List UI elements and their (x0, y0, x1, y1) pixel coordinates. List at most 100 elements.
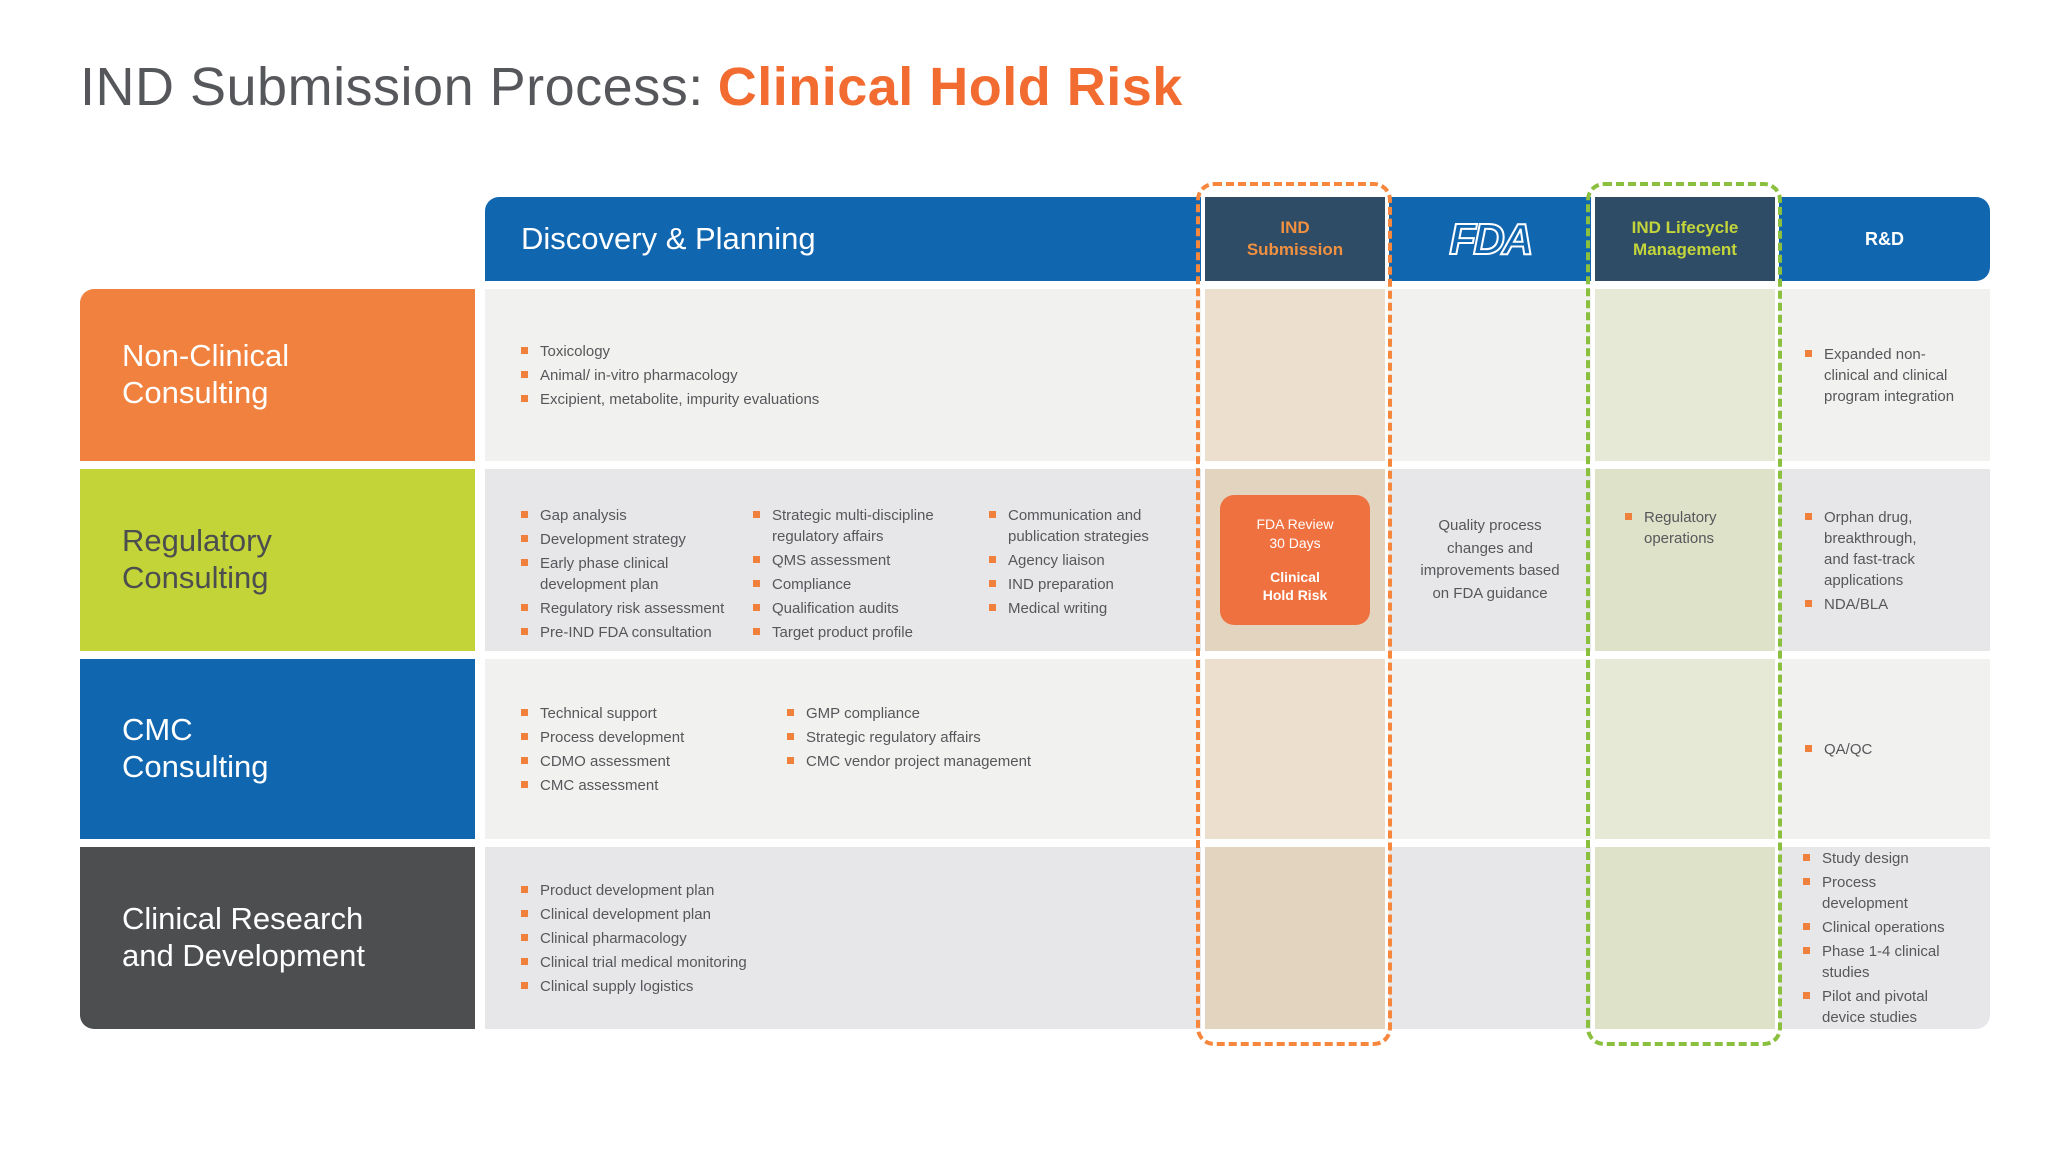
page-title: IND Submission Process:Clinical Hold Ris… (80, 56, 1183, 118)
list-item: Clinical operations (1803, 917, 1963, 938)
list-item: GMP compliance (787, 703, 1047, 724)
bullet-icon (1803, 854, 1810, 861)
bullet-list: Communication and publication strategies… (989, 505, 1179, 619)
list-item: CDMO assessment (521, 751, 761, 772)
list-item: Technical support (521, 703, 761, 724)
list-item-label: Technical support (540, 704, 657, 722)
list-item: CMC assessment (521, 775, 761, 796)
list-item-label: GMP compliance (806, 704, 920, 722)
cell-regulatory-fda: Quality process changes and improvements… (1389, 469, 1591, 651)
list-item-label: Clinical operations (1822, 919, 1945, 936)
list-item-label: Process development (1822, 874, 1908, 912)
list-item-label: Medical writing (1008, 600, 1108, 617)
list-item: Medical writing (989, 598, 1179, 619)
list-item: Gap analysis (521, 505, 727, 526)
list-item-label: CDMO assessment (540, 752, 671, 770)
bullet-icon (1803, 992, 1810, 999)
bullet-icon (753, 556, 760, 563)
list-item: Study design (1803, 848, 1963, 869)
cell-regulatory-discovery: Gap analysis Development strategy Early … (485, 469, 1201, 651)
list-item: QA/QC (1805, 739, 1955, 760)
list-item-label: Pilot and pivotal device studies (1822, 988, 1928, 1026)
list-item-label: Excipient, metabolite, impurity evaluati… (540, 390, 820, 408)
bullet-icon (521, 732, 528, 740)
row-header-regulatory-consulting: Regulatory Consulting (80, 469, 475, 651)
list-item-label: IND preparation (1008, 576, 1114, 593)
bullet-icon (989, 556, 996, 563)
list-item: Animal/ in-vitro pharmacology (521, 365, 819, 386)
column-header-ind-submission: IND Submission (1205, 197, 1385, 281)
list-item: Phase 1-4 clinical studies (1803, 941, 1963, 983)
bullet-icon (787, 708, 794, 716)
column-header-label: R&D (1865, 228, 1904, 249)
list-item-label: Compliance (772, 576, 852, 593)
list-item: Orphan drug, breakthrough, and fast-trac… (1805, 507, 1945, 591)
list-item: Clinical supply logistics (521, 976, 841, 997)
bullet-icon (521, 708, 528, 716)
list-item: Communication and publication strategies (989, 505, 1179, 547)
list-item: Qualification audits (753, 598, 963, 619)
list-item: Product development plan (521, 880, 841, 901)
list-item: IND preparation (989, 574, 1179, 595)
list-item-label: QMS assessment (772, 552, 891, 569)
list-item-label: Clinical supply logistics (540, 977, 694, 995)
cell-nonclinical-discovery: Toxicology Animal/ in-vitro pharmacology… (485, 289, 1201, 461)
bullet-columns: Gap analysis Development strategy Early … (521, 505, 1179, 643)
list-item: Development strategy (521, 529, 727, 550)
bullet-list: Regulatory operations (1625, 507, 1740, 549)
bullet-icon (753, 511, 760, 518)
list-item: Toxicology (521, 341, 819, 362)
cell-cmc-discovery: Technical support Process development CD… (485, 659, 1201, 839)
column-header-rd: R&D (1779, 197, 1990, 281)
list-item-label: Early phase clinical development plan (540, 555, 669, 593)
list-item-label: Animal/ in-vitro pharmacology (540, 366, 738, 384)
cell-cmc-ind-submission (1205, 659, 1385, 839)
list-item: Process development (1803, 872, 1963, 914)
list-item: Target product profile (753, 622, 963, 643)
list-item-label: Development strategy (540, 531, 686, 548)
bullet-icon (1803, 947, 1810, 954)
cell-clinical-rd: Study design Process development Clinica… (1779, 847, 1990, 1029)
bullet-icon (1805, 349, 1812, 357)
list-item: Process development (521, 727, 761, 748)
row-header-non-clinical-consulting: Non-Clinical Consulting (80, 289, 475, 461)
list-item-label: CMC vendor project management (806, 752, 1032, 770)
list-item-label: QA/QC (1824, 740, 1873, 758)
row-header-clinical-research-development: Clinical Research and Development (80, 847, 475, 1029)
list-item-label: Communication and publication strategies (1008, 507, 1149, 545)
cell-regulatory-rd: Orphan drug, breakthrough, and fast-trac… (1779, 469, 1990, 651)
bullet-icon (521, 780, 528, 788)
list-item-label: Pre-IND FDA consultation (540, 624, 712, 641)
list-item: Strategic multi-discipline regulatory af… (753, 505, 963, 547)
title-prefix: IND Submission Process: (80, 57, 704, 117)
row-header-label: Non-Clinical Consulting (122, 338, 290, 410)
bullet-icon (1625, 513, 1632, 520)
bullet-icon (989, 511, 996, 518)
list-item-label: Clinical development plan (540, 905, 711, 923)
list-item-label: Regulatory risk assessment (540, 600, 725, 617)
bullet-icon (1803, 878, 1810, 885)
cell-clinical-ind-submission (1205, 847, 1385, 1029)
list-item-label: Strategic multi-discipline regulatory af… (772, 507, 934, 545)
cell-nonclinical-fda (1389, 289, 1591, 461)
cell-nonclinical-lifecycle (1595, 289, 1775, 461)
list-item: Regulatory risk assessment (521, 598, 727, 619)
column-header-discovery-planning: Discovery & Planning (485, 197, 1201, 281)
cell-cmc-fda (1389, 659, 1591, 839)
bullet-list: Gap analysis Development strategy Early … (521, 505, 727, 643)
bullet-icon (787, 732, 794, 740)
bullet-icon (1803, 923, 1810, 930)
bullet-icon (521, 370, 528, 378)
column-header-label: IND Lifecycle Management (1631, 217, 1739, 259)
fda-review-30-days-label: FDA Review 30 Days (1256, 515, 1334, 551)
list-item-label: Qualification audits (772, 600, 899, 617)
list-item-label: Clinical trial medical monitoring (540, 953, 747, 971)
list-item-label: Toxicology (540, 342, 611, 360)
cell-nonclinical-rd: Expanded non-clinical and clinical progr… (1779, 289, 1990, 461)
bullet-icon (521, 535, 528, 542)
bullet-icon (521, 756, 528, 764)
list-item-label: Regulatory operations (1644, 509, 1717, 547)
list-item-label: Strategic regulatory affairs (806, 728, 981, 746)
list-item-label: Process development (540, 728, 685, 746)
list-item-label: CMC assessment (540, 776, 659, 794)
